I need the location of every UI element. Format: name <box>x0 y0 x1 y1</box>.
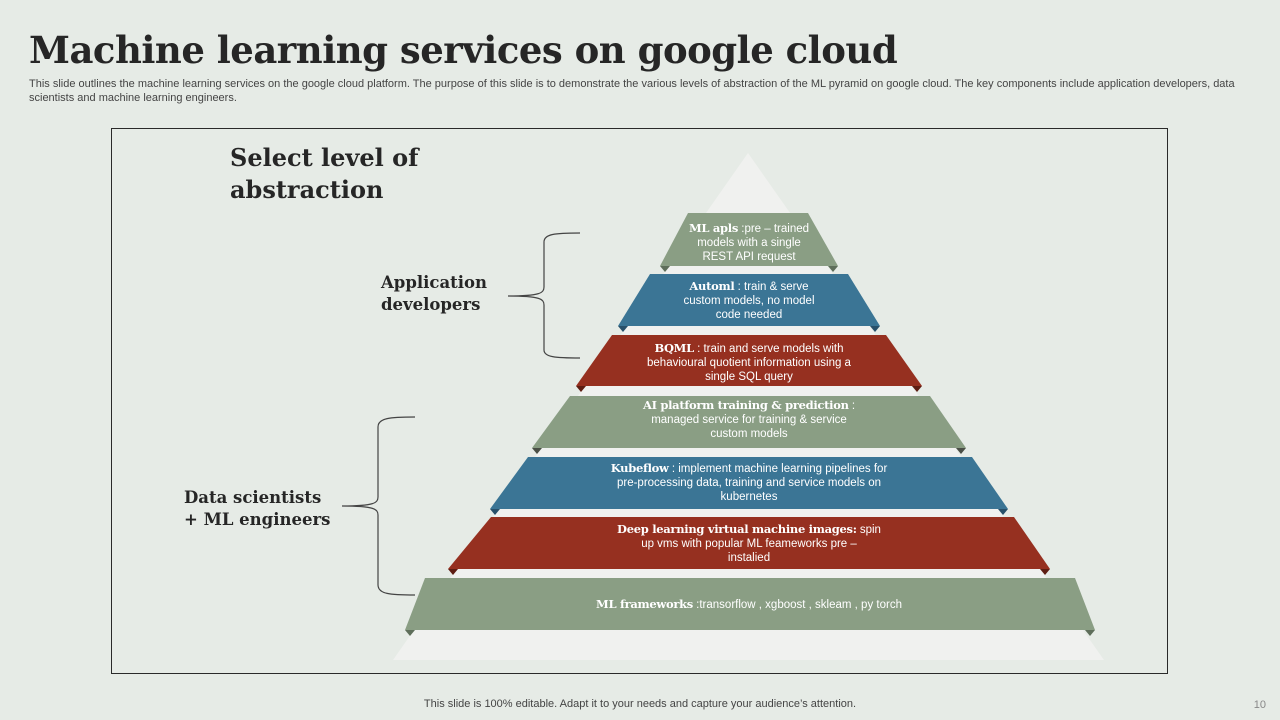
pyramid-level-ml-frameworks[interactable] <box>405 578 1095 636</box>
group-label-line: Data scientists <box>184 488 322 507</box>
pyramid-level-kubeflow[interactable] <box>490 457 1008 515</box>
level-text-automl: Automl : train & serve custom models, no… <box>639 279 859 322</box>
level-desc: REST API request <box>702 251 796 263</box>
separator: : <box>734 281 741 293</box>
group-label-line: developers <box>381 295 481 314</box>
level-desc: kubernetes <box>720 491 778 503</box>
pyramid-level-ai-platform[interactable] <box>532 396 966 454</box>
separator: : <box>848 400 856 412</box>
level-desc: spin <box>859 524 881 536</box>
separator: : <box>692 599 700 611</box>
heading-line-1: Select level of <box>230 143 419 172</box>
diagram-frame <box>111 128 1168 674</box>
group-label-data-scientists: Data scientists + ML engineers <box>184 487 330 531</box>
level-text-ml-apis: ML apls :pre – trained models with a sin… <box>669 221 829 264</box>
pyramid-level-ml-apis[interactable] <box>660 213 838 272</box>
slide-subtitle: This slide outlines the machine learning… <box>29 78 1235 104</box>
level-name: ML frameworks <box>596 597 693 611</box>
separator: : <box>738 223 745 235</box>
page-number: 10 <box>1253 699 1266 711</box>
level-desc: managed service for training & service <box>651 414 847 426</box>
level-desc: train and serve models with <box>703 343 844 355</box>
level-name: Kubeflow <box>610 461 669 475</box>
level-text-deep-learning-vm: Deep learning virtual machine images: sp… <box>549 522 949 565</box>
level-desc: single SQL query <box>705 371 793 383</box>
pyramid-level-bqml[interactable] <box>576 335 922 392</box>
pyramid-level-automl[interactable] <box>618 274 880 332</box>
group-label-application-developers: Application developers <box>381 272 487 316</box>
level-desc: instalied <box>727 552 771 564</box>
level-desc: custom models <box>710 428 788 440</box>
level-desc: custom models, no model <box>683 295 815 307</box>
level-desc: train & serve <box>740 281 809 293</box>
level-text-bqml: BQML : train and serve models with behav… <box>599 341 899 384</box>
level-text-ml-frameworks: ML frameworks :transorflow , xgboost , s… <box>499 597 999 612</box>
level-desc: implement machine learning pipelines for <box>678 463 888 475</box>
group-label-line: + ML engineers <box>184 510 331 529</box>
level-name: Deep learning virtual machine images: <box>617 522 857 536</box>
level-name: ML apls <box>688 221 739 235</box>
brace-application-developers <box>507 232 581 359</box>
heading-line-2: abstraction <box>230 175 384 204</box>
separator: : <box>693 343 704 355</box>
brace-data-scientists <box>341 416 416 596</box>
level-desc: pre-processing data, training and servic… <box>616 477 881 489</box>
pyramid-level-deep-learning-vm[interactable] <box>448 517 1050 575</box>
level-desc: up vms with popular ML feameworks pre – <box>641 538 857 550</box>
level-desc: models with a single <box>697 237 801 249</box>
group-label-line: Application <box>381 273 488 292</box>
level-desc: code needed <box>715 309 783 321</box>
level-text-ai-platform: AI platform training & prediction : mana… <box>579 398 919 441</box>
slide-footer: This slide is 100% editable. Adapt it to… <box>423 698 857 710</box>
separator: : <box>668 463 679 475</box>
level-desc: transorflow , xgboost , skleam , py torc… <box>699 599 902 611</box>
level-name: AI platform training & prediction <box>642 398 849 412</box>
level-name: BQML <box>654 341 695 355</box>
level-text-kubeflow: Kubeflow : implement machine learning pi… <box>559 461 939 504</box>
slide-title: Machine learning services on google clou… <box>29 28 898 72</box>
level-name: Automl <box>689 279 735 293</box>
level-desc: behavioural quotient information using a <box>647 357 851 369</box>
diagram-heading: Select level of abstraction <box>230 142 418 206</box>
level-desc: pre – trained <box>744 223 810 235</box>
